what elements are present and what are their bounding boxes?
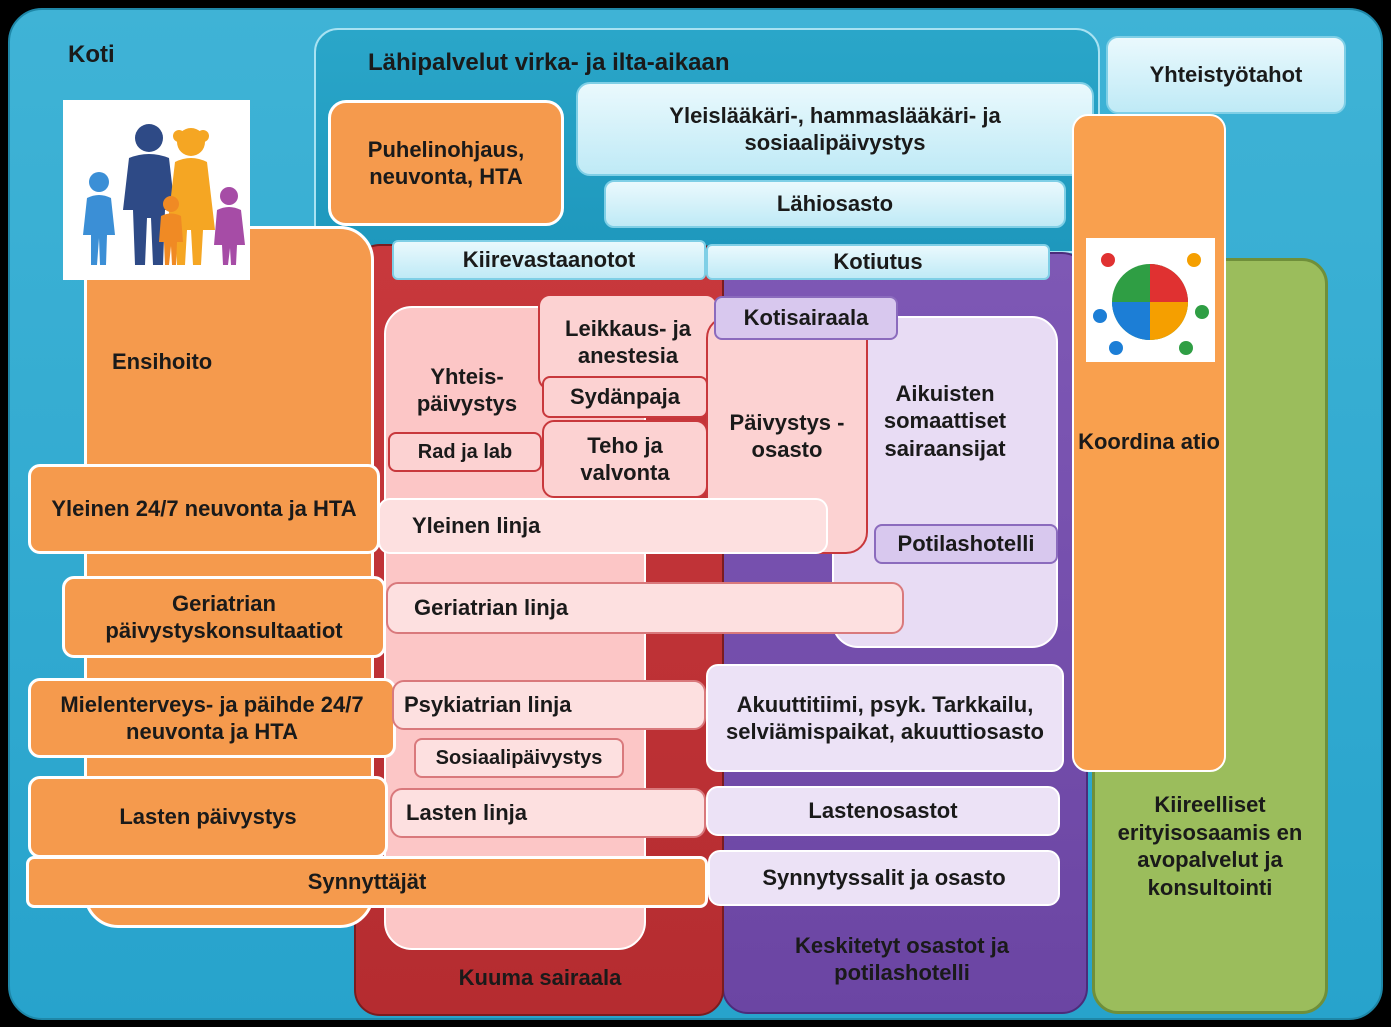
geriatrian-linja-box: Geriatrian linja [386, 582, 904, 634]
sydanpaja-box: Sydänpaja [542, 376, 708, 418]
synnyttajat-box: Synnyttäjät [26, 856, 708, 908]
lastenosastot-box: Lastenosastot [706, 786, 1060, 836]
ensihoito-label: Ensihoito [112, 349, 213, 374]
lasten-paivystys-box: Lasten päivystys [28, 776, 388, 858]
kuuma-sairaala-label: Kuuma sairaala [458, 965, 622, 991]
yleislaakari-box: Yleislääkäri-, hammaslääkäri- ja sosiaal… [576, 82, 1094, 176]
aikuisten-label: Aikuisten somaattiset sairaansijat [883, 380, 1007, 461]
rad-lab-box: Rad ja lab [388, 432, 542, 472]
koordinatio-label: Koordina atio [1078, 429, 1220, 455]
paivystysosasto-label: Päivystys -osasto [729, 409, 845, 463]
yhteistyotahot-box: Yhteistyötahot [1106, 36, 1346, 114]
lahipalvelut-label: Lähipalvelut virka- ja ilta-aikaan [368, 49, 730, 76]
kotiutus-box: Kotiutus [706, 244, 1050, 280]
leikkaus-box: Leikkaus- ja anestesia [538, 294, 718, 390]
teho-box: Teho ja valvonta [542, 420, 708, 498]
potilashotelli-box: Potilashotelli [874, 524, 1058, 564]
sosiaalipaivystys-box: Sosiaalipäivystys [414, 738, 624, 778]
geriatrian-konsult-box: Geriatrian päivystyskonsultaatiot [62, 576, 386, 658]
yhteispaivystys-label: Yhteis-päivystys [416, 363, 518, 417]
puhelinohjaus-box: Puhelinohjaus, neuvonta, HTA [328, 100, 564, 226]
family-icon [63, 100, 250, 280]
kiireelliset-label: Kiireelliset erityisosaamis en avopalvel… [1117, 792, 1303, 900]
koti-label: Koti [68, 41, 115, 68]
keskitetyt-label: Keskitetyt osastot ja potilashotelli [795, 932, 1009, 986]
kotisairaala-box: Kotisairaala [714, 296, 898, 340]
synnytyssalit-box: Synnytyssalit ja osasto [708, 850, 1060, 906]
koordinatio-box [1072, 114, 1226, 772]
mielenterveys-box: Mielenterveys- ja päihde 24/7 neuvonta j… [28, 678, 396, 758]
yleinen-linja-box: Yleinen linja [378, 498, 828, 554]
psykiatrian-linja-box: Psykiatrian linja [392, 680, 706, 730]
lahiosasto-box: Lähiosasto [604, 180, 1066, 228]
yleinen-neuvonta-box: Yleinen 24/7 neuvonta ja HTA [28, 464, 380, 554]
kiirevastaanotot-box: Kiirevastaanotot [392, 240, 706, 280]
lasten-linja-box: Lasten linja [390, 788, 706, 838]
puzzle-people-icon [1086, 238, 1215, 362]
akuuttitiimi-box: Akuuttitiimi, psyk. Tarkkailu, selviämis… [706, 664, 1064, 772]
